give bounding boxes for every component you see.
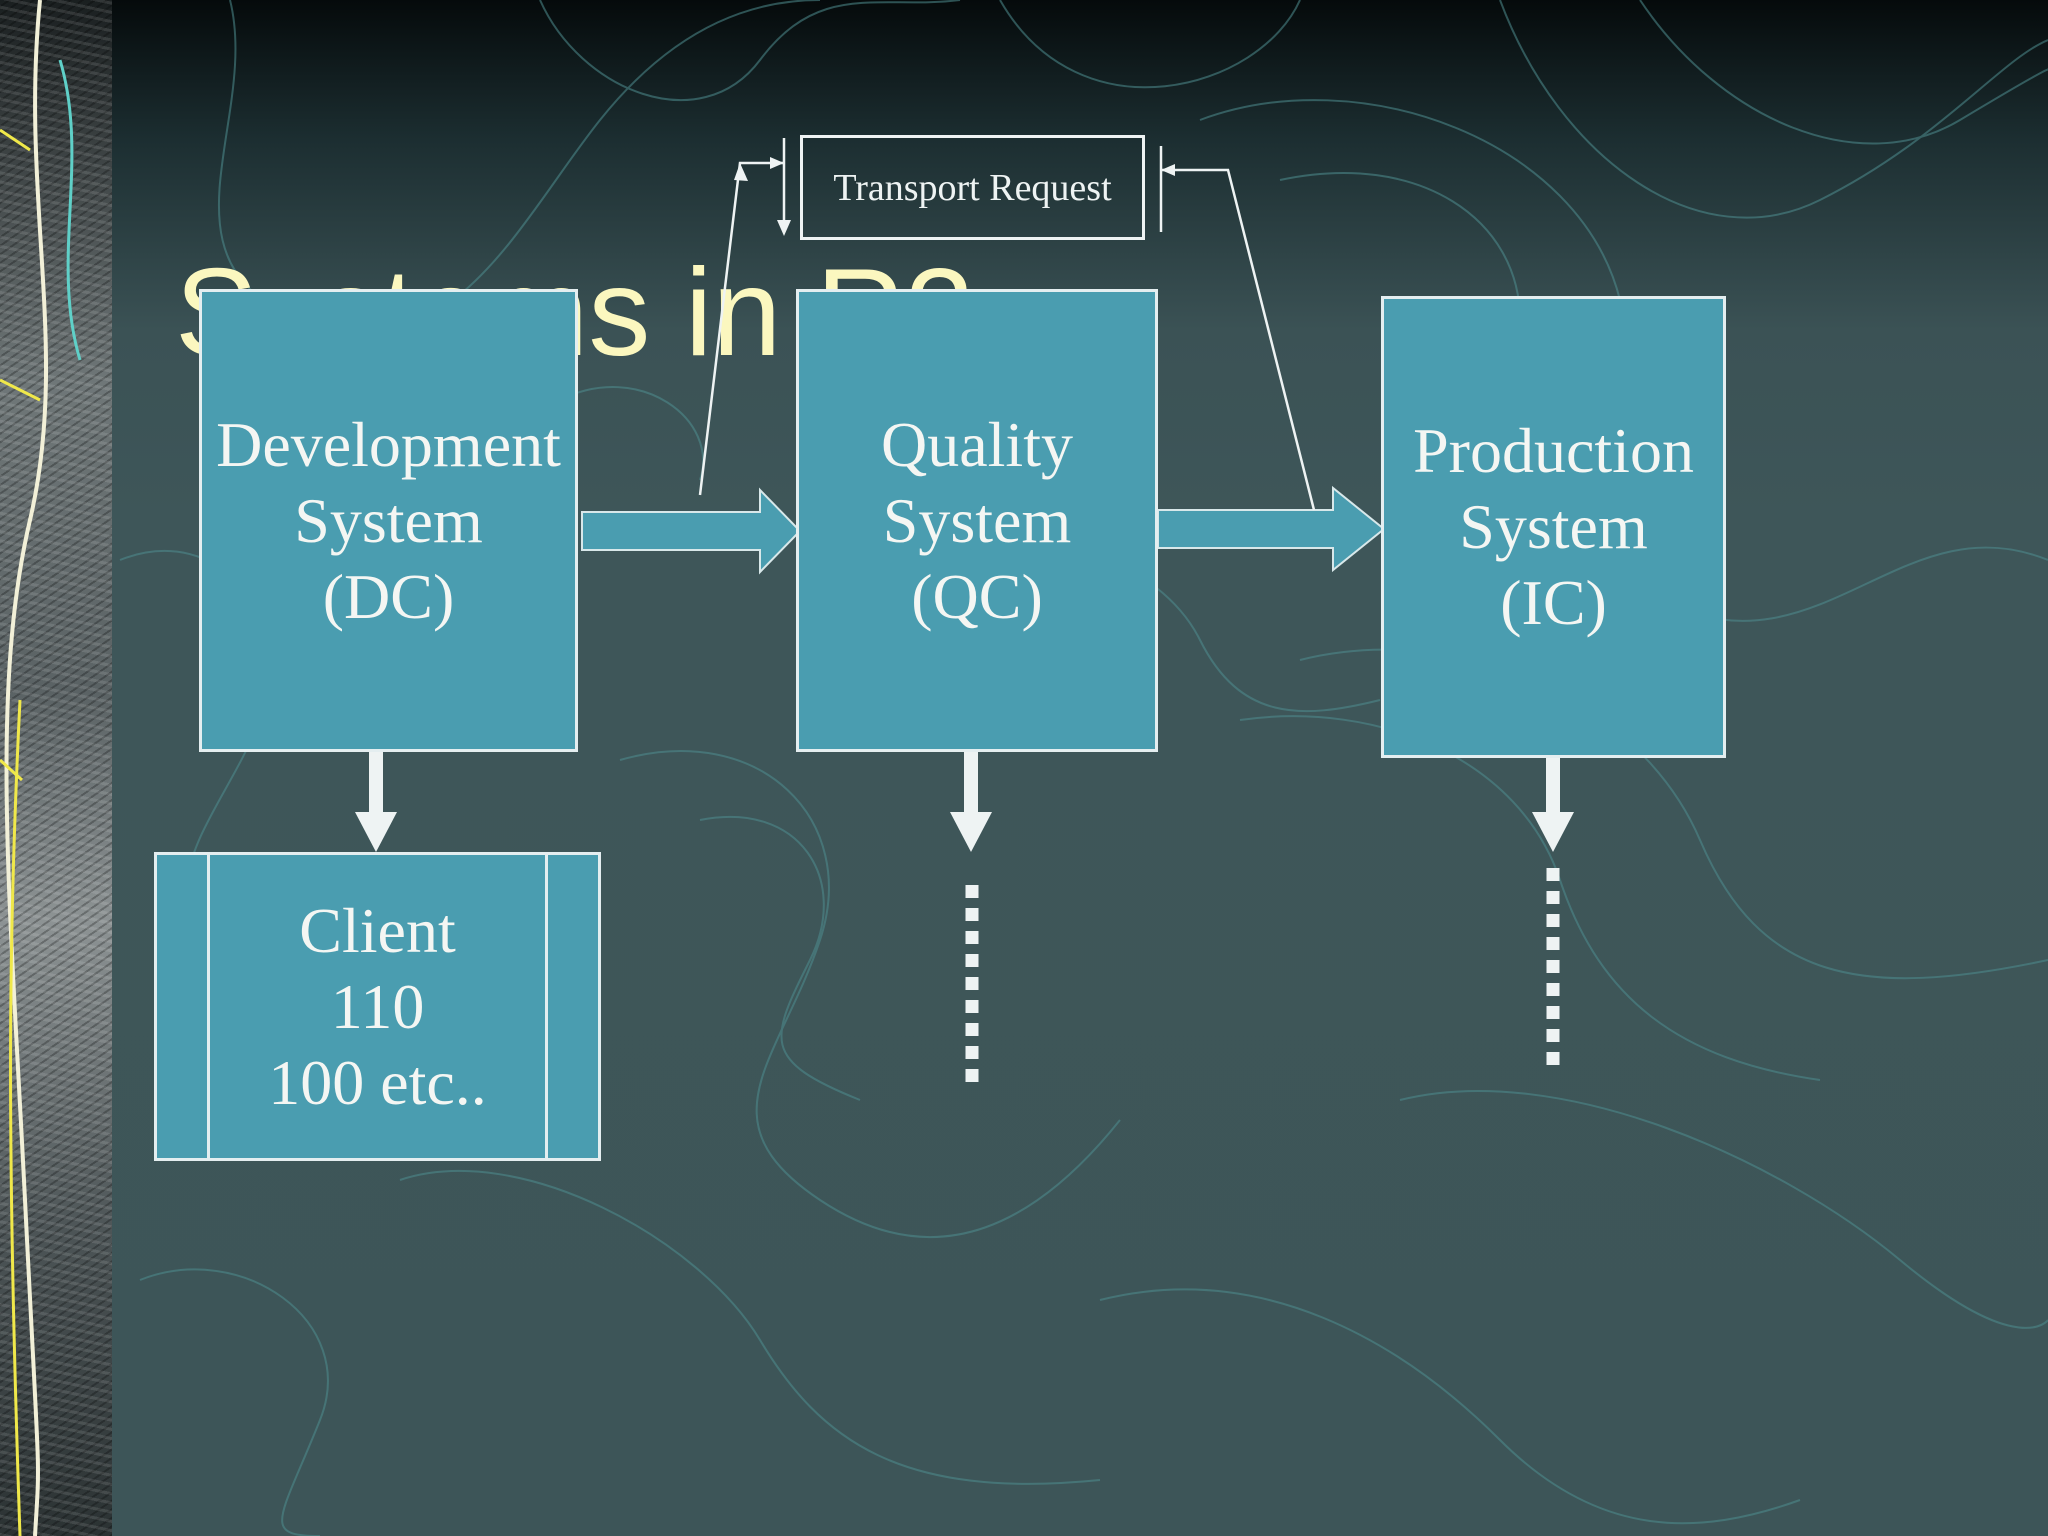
arrow-quality-to-production <box>1157 485 1386 573</box>
arrow-dev-to-quality <box>581 487 802 575</box>
production-line1: Production <box>1413 415 1694 486</box>
production-line2: System <box>1459 491 1648 562</box>
client-line2: 110 <box>330 970 425 1042</box>
down-arrow-quality <box>950 752 992 852</box>
production-line3: (IC) <box>1500 567 1607 638</box>
development-system-box: Development System (DC) <box>199 289 578 752</box>
quality-line3: (QC) <box>911 560 1043 632</box>
client-line3: 100 etc.. <box>268 1046 487 1118</box>
transport-connector-left <box>698 138 786 496</box>
quality-line1: Quality <box>881 408 1073 480</box>
down-arrow-production <box>1532 752 1574 852</box>
map-image-strip <box>0 0 112 1536</box>
client-box-left-bar <box>207 855 210 1158</box>
transport-request-label: Transport Request <box>833 166 1112 209</box>
quality-system-box: Quality System (QC) <box>796 289 1158 752</box>
transport-request-box: Transport Request <box>800 135 1145 240</box>
client-line1: Client <box>299 894 456 966</box>
client-box: Client 110 100 etc.. <box>154 852 601 1161</box>
development-line3: (DC) <box>322 560 455 632</box>
development-line2: System <box>294 484 483 556</box>
down-arrow-dev <box>355 752 397 852</box>
client-box-right-bar <box>545 855 548 1158</box>
map-road-lines <box>0 0 82 1536</box>
quality-line2: System <box>882 484 1072 556</box>
transport-connector-right <box>1159 146 1316 511</box>
production-system-box: Production System (IC) <box>1381 296 1726 758</box>
development-line1: Development <box>216 408 561 480</box>
